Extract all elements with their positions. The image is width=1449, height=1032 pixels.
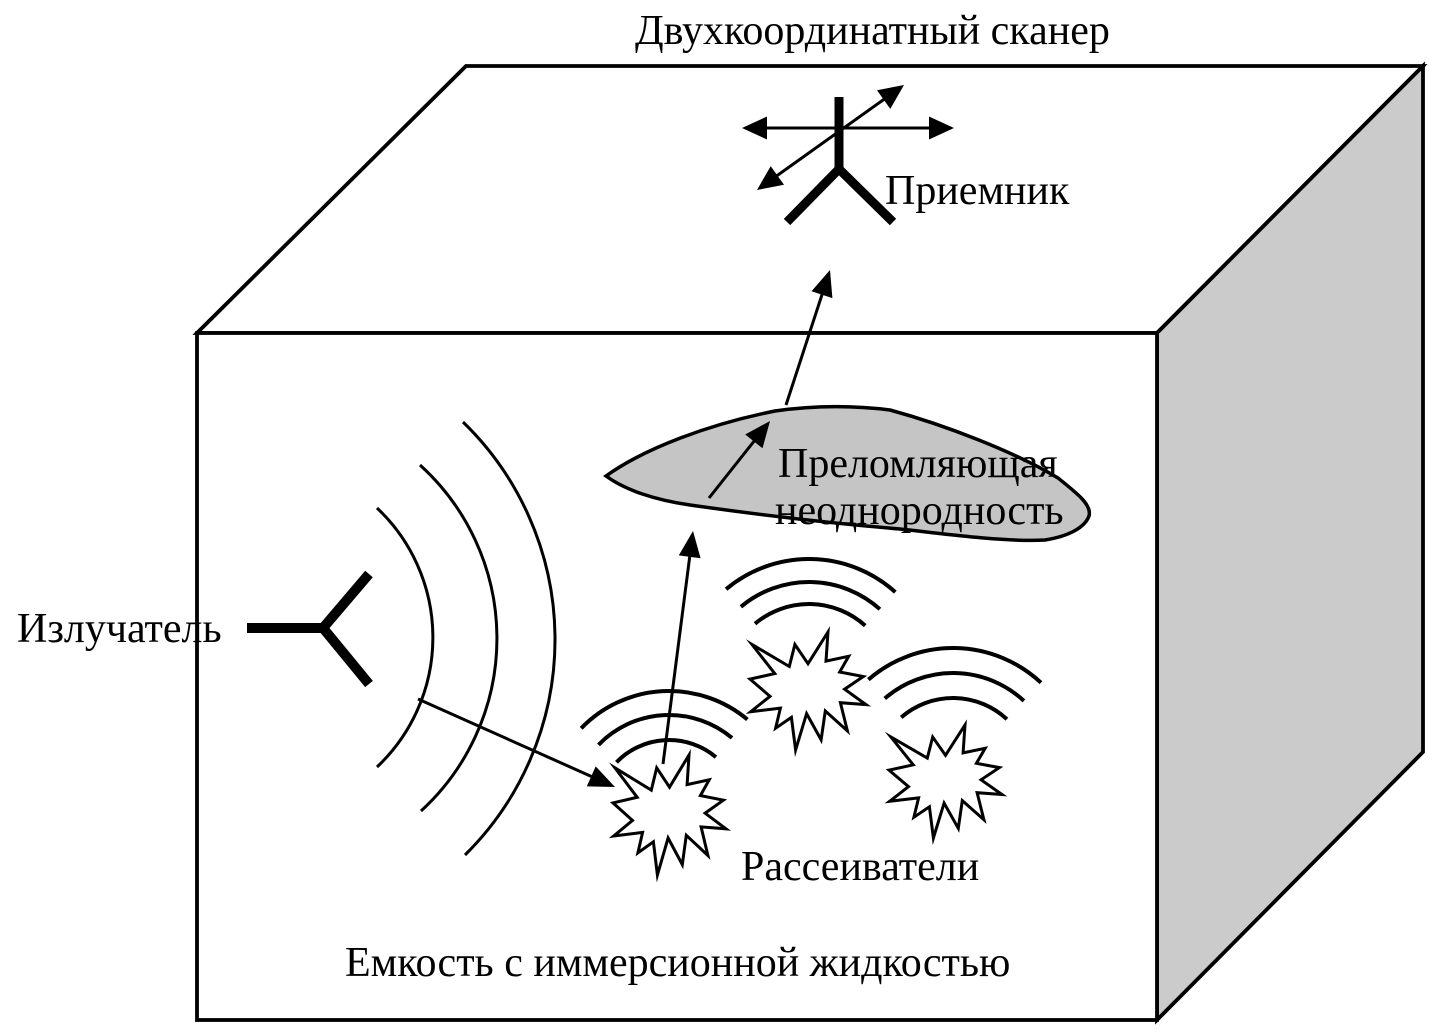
svg-text:Преломляющая: Преломляющая <box>778 441 1058 487</box>
svg-text:Емкость с иммерсионной жидкост: Емкость с иммерсионной жидкостью <box>345 940 1010 986</box>
svg-text:Излучатель: Излучатель <box>17 606 222 652</box>
svg-text:Двухкоординатный сканер: Двухкоординатный сканер <box>635 8 1110 54</box>
svg-text:Приемник: Приемник <box>885 168 1070 214</box>
svg-text:неоднородность: неоднородность <box>775 488 1064 534</box>
svg-text:Рассеиватели: Рассеиватели <box>741 844 979 890</box>
